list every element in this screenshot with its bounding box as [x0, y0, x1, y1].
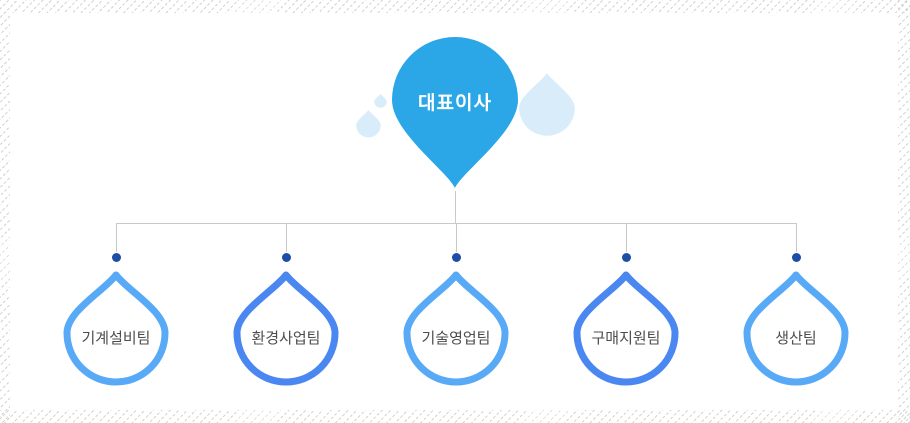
hatch-border-top	[0, 0, 910, 13]
hatch-border-bottom	[0, 410, 910, 423]
water-drop-filled-icon	[392, 37, 518, 188]
connector-stub	[456, 223, 457, 252]
connector-root-vertical	[455, 191, 456, 223]
connector-stub	[796, 223, 797, 252]
node-dot	[452, 253, 461, 262]
water-drop-icon	[374, 93, 387, 108]
water-drop-icon	[356, 110, 381, 138]
team-node-label: 환경사업팀	[251, 330, 321, 347]
node-dot	[622, 253, 631, 262]
team-node-label: 구매지원팀	[591, 330, 661, 347]
hatch-border-left	[0, 0, 10, 423]
team-node-purchasing-support: 구매지원팀	[573, 268, 679, 386]
root-node-label: 대표이사	[418, 93, 492, 114]
water-drop-outline-icon	[233, 271, 339, 386]
team-node-technical-sales: 기술영업팀	[403, 268, 509, 386]
team-node-environment-business: 환경사업팀	[233, 268, 339, 386]
water-drop-icon	[519, 73, 575, 136]
connector-stub	[626, 223, 627, 252]
team-node-production: 생산팀	[743, 268, 849, 386]
node-dot	[282, 253, 291, 262]
water-drop-outline-icon	[63, 271, 169, 386]
team-node-label: 기술영업팀	[421, 330, 491, 347]
water-drop-outline-icon	[403, 271, 509, 386]
team-node-label: 기계설비팀	[81, 330, 151, 347]
hatch-border-right	[898, 0, 910, 423]
team-node-machine-facility: 기계설비팀	[63, 268, 169, 386]
water-drop-outline-icon	[573, 271, 679, 386]
connector-stub	[116, 223, 117, 252]
water-drop-outline-icon	[743, 271, 849, 386]
node-dot	[792, 253, 801, 262]
team-node-label: 생산팀	[775, 330, 817, 347]
node-dot	[112, 253, 121, 262]
connector-stub	[286, 223, 287, 252]
